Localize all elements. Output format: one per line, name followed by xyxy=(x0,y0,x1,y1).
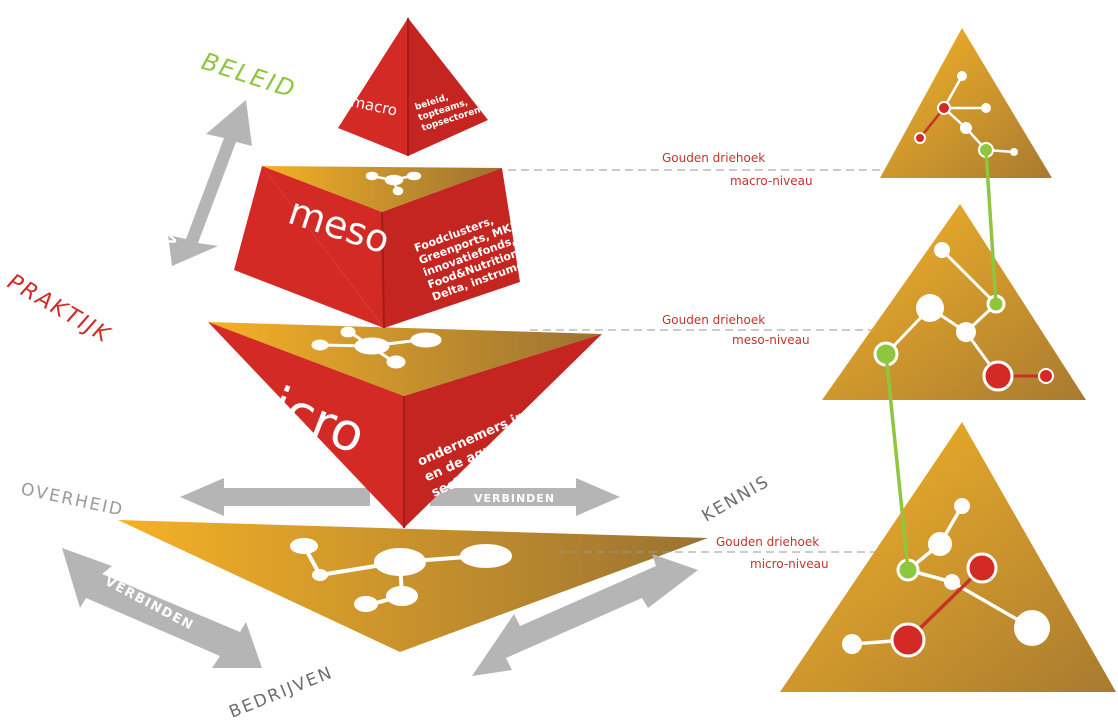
overheid-label: OVERHEID xyxy=(19,479,126,520)
meso-golden-triangle xyxy=(822,204,1086,400)
bedrijven-label: BEDRIJVEN xyxy=(226,663,336,722)
svg-text:Gouden driehoek: Gouden driehoek xyxy=(662,151,765,165)
green-connectors xyxy=(884,149,998,571)
svg-text:Gouden driehoek: Gouden driehoek xyxy=(716,535,819,549)
verbinden-top-label: VERBINDEN xyxy=(474,492,555,505)
meso-network xyxy=(365,171,422,196)
macro-golden-triangle xyxy=(880,28,1052,178)
level-label-meso: Gouden driehoek meso-niveau xyxy=(662,313,810,347)
praktijk-label: PRAKTIJK xyxy=(3,270,115,349)
base-triangle xyxy=(118,520,708,652)
svg-text:meso-niveau: meso-niveau xyxy=(732,333,810,347)
micro-network xyxy=(311,326,442,369)
base-right-arrow xyxy=(472,554,698,676)
base-left-arrow xyxy=(62,548,262,668)
micro-tier: micro ondernemers in het MKB en de agro-… xyxy=(208,322,602,528)
level-label-micro: Gouden driehoek micro-niveau xyxy=(716,535,829,571)
level-label-macro: Gouden driehoek macro-niveau xyxy=(662,151,813,188)
svg-text:Gouden driehoek: Gouden driehoek xyxy=(662,313,765,327)
kennis-label: KENNIS xyxy=(699,471,774,526)
leader-lines xyxy=(508,169,896,553)
beleid-label: BELEID xyxy=(198,47,300,104)
base-network xyxy=(290,538,512,612)
svg-text:macro-niveau: macro-niveau xyxy=(730,174,813,188)
micro-golden-triangle xyxy=(780,422,1116,692)
macro-tier: macro beleid, topteams, topsectoren xyxy=(338,18,488,156)
base-top-arrow xyxy=(180,478,620,516)
meso-tier: meso Foodclusters, Greenports, MKB innov… xyxy=(234,166,552,329)
svg-text:micro-niveau: micro-niveau xyxy=(750,557,829,571)
vertical-connect-arrow xyxy=(168,100,252,266)
